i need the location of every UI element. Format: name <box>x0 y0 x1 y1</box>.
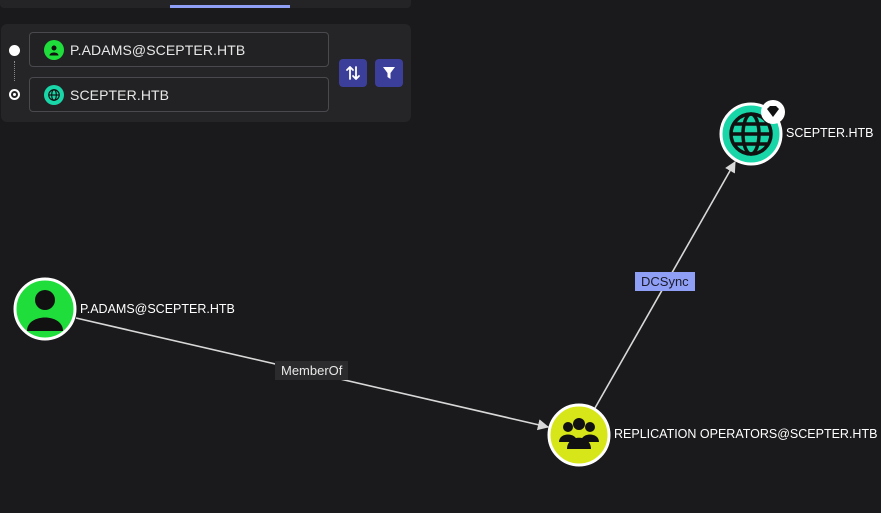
end-node-value: SCEPTER.HTB <box>70 86 170 103</box>
swap-button[interactable] <box>339 59 367 87</box>
globe-icon <box>44 84 64 105</box>
path-connector-line <box>14 61 15 81</box>
start-node-field[interactable]: P.ADAMS@SCEPTER.HTB <box>29 32 329 67</box>
edge-dcsync-label[interactable]: DCSync <box>635 272 695 291</box>
node-user-label: P.ADAMS@SCEPTER.HTB <box>80 302 235 316</box>
start-marker-icon <box>9 45 20 56</box>
user-icon <box>27 290 63 331</box>
node-group[interactable] <box>547 403 611 467</box>
node-domain-label: SCEPTER.HTB <box>786 126 874 140</box>
node-group-label: REPLICATION OPERATORS@SCEPTER.HTB <box>614 427 878 441</box>
start-node-value: P.ADAMS@SCEPTER.HTB <box>70 41 246 58</box>
end-node-field[interactable]: SCEPTER.HTB <box>29 77 329 112</box>
node-user[interactable] <box>13 277 77 341</box>
diamond-icon <box>761 100 785 124</box>
active-tab-indicator[interactable] <box>170 5 290 8</box>
edge-memberof-label[interactable]: MemberOf <box>275 361 349 380</box>
top-strip <box>0 0 411 8</box>
end-marker-icon <box>9 89 20 100</box>
filter-button[interactable] <box>375 59 403 87</box>
swap-icon <box>346 66 360 80</box>
globe-icon <box>729 112 773 156</box>
filter-icon <box>383 67 395 79</box>
group-icon <box>559 418 599 449</box>
node-domain[interactable] <box>719 100 785 166</box>
user-icon <box>44 39 64 60</box>
